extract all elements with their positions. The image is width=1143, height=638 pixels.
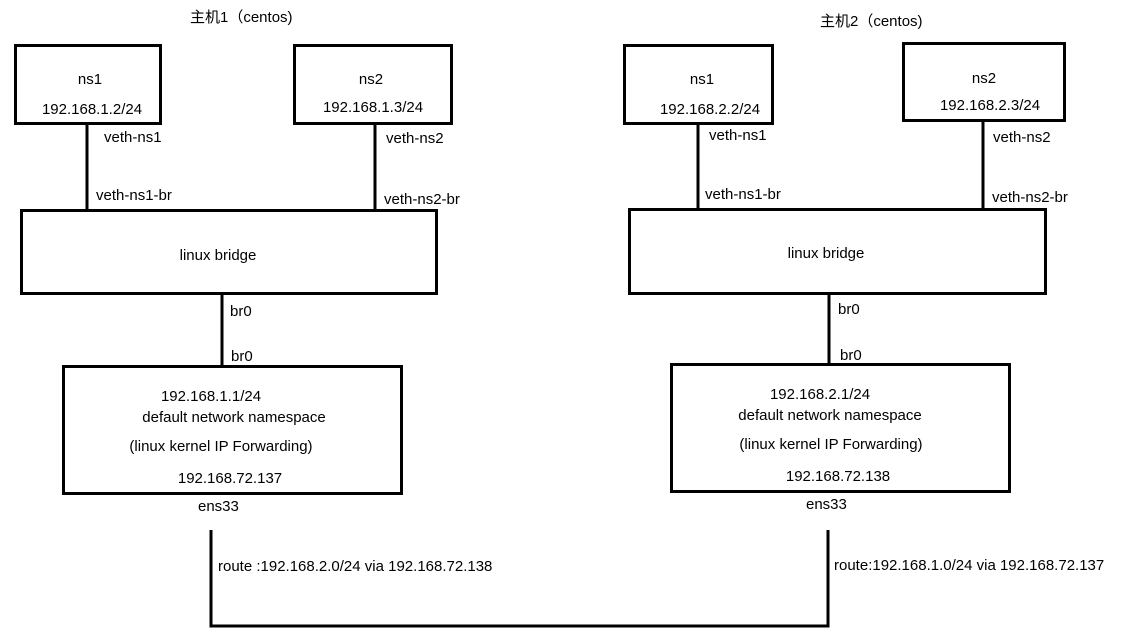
host2-bridge-label: linux bridge: [787, 245, 865, 262]
host1-route: route :192.168.2.0/24 via 192.168.72.138: [218, 558, 493, 575]
host2-veth-ns1: veth-ns1: [709, 127, 767, 144]
host2-veth-ns2-br: veth-ns2-br: [992, 189, 1068, 206]
host1-bridge-box: [20, 209, 438, 295]
host1-default-ns-label: default network namespace: [142, 409, 326, 426]
host2-route: route:192.168.1.0/24 via 192.168.72.137: [834, 557, 1105, 574]
host2-title: 主机2（centos): [820, 13, 923, 30]
host1-ns1-ip: 192.168.1.2/24: [41, 101, 143, 118]
host2-ns1-box: [623, 44, 774, 125]
host2-ns2-box: [902, 42, 1066, 122]
host1-br0-bottom: br0: [231, 348, 253, 365]
host2-ns2-ip: 192.168.2.3/24: [939, 97, 1041, 114]
host1-br0-top: br0: [230, 303, 252, 320]
host2-veth-ns1-br: veth-ns1-br: [705, 186, 781, 203]
host1-ns2-ip: 192.168.1.3/24: [322, 99, 424, 116]
host1-ns2-name: ns2: [358, 71, 384, 88]
host1-host-ip: 192.168.72.137: [177, 470, 283, 487]
host2-veth-ns2: veth-ns2: [993, 129, 1051, 146]
host2-iface: ens33: [806, 496, 847, 513]
host1-ns1-name: ns1: [77, 71, 103, 88]
host1-veth-ns1: veth-ns1: [104, 129, 162, 146]
host1-veth-ns2: veth-ns2: [386, 130, 444, 147]
host1-ns1-box: [14, 44, 162, 125]
host2-ns1-ip: 192.168.2.2/24: [659, 101, 761, 118]
host2-default-ns-ip: 192.168.2.1/24: [769, 386, 871, 403]
host2-default-ns-box: [670, 363, 1011, 493]
inter-host-link: [209, 530, 830, 628]
host2-bridge-box: [628, 208, 1047, 295]
host2-default-ns-label: default network namespace: [738, 407, 922, 424]
host1-iface: ens33: [198, 498, 239, 515]
host2-host-ip: 192.168.72.138: [785, 468, 891, 485]
host2-forwarding-label: (linux kernel IP Forwarding): [739, 436, 923, 453]
host2-br0-bottom: br0: [840, 347, 862, 364]
host2-br0-top: br0: [838, 301, 860, 318]
host1-forwarding-label: (linux kernel IP Forwarding): [129, 438, 313, 455]
host1-default-ns-box: [62, 365, 403, 495]
host1-veth-ns2-br: veth-ns2-br: [384, 191, 460, 208]
host1-veth-ns1-br: veth-ns1-br: [96, 187, 172, 204]
host1-bridge-label: linux bridge: [179, 247, 257, 264]
host1-default-ns-ip: 192.168.1.1/24: [160, 388, 262, 405]
host2-ns2-name: ns2: [971, 70, 997, 87]
host1-ns2-box: [293, 44, 453, 125]
host1-title: 主机1（centos): [190, 9, 293, 26]
host2-ns1-name: ns1: [689, 71, 715, 88]
